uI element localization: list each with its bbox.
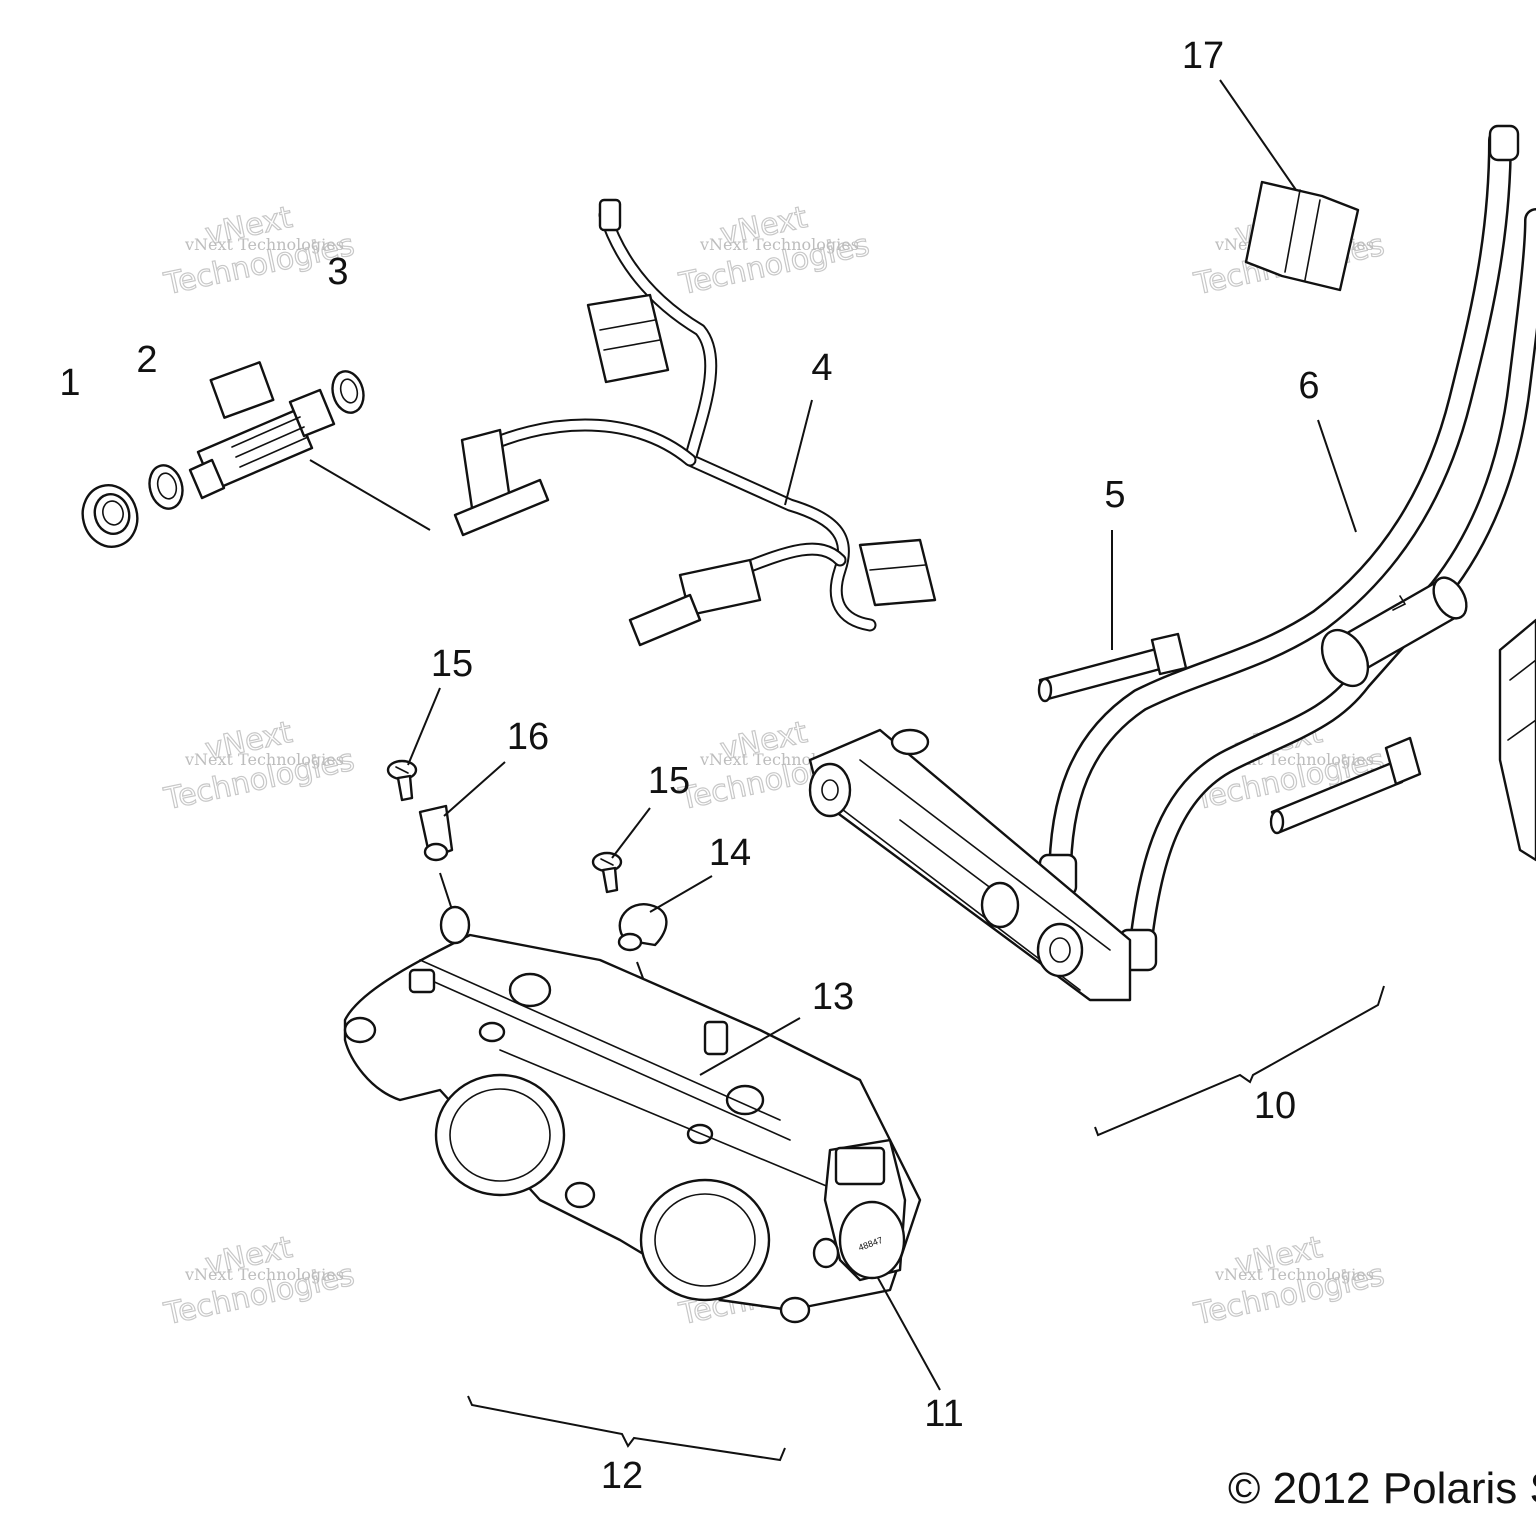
leader-line — [443, 761, 506, 817]
part-16-clip — [418, 804, 454, 862]
leader-line — [877, 1277, 941, 1391]
callout-17: 17 — [1182, 35, 1224, 77]
callout-3: 3 — [327, 251, 348, 293]
part-fuel-pressure-regulator — [1498, 618, 1536, 862]
part-15-screw — [386, 759, 418, 802]
watermark: Technologies vNext vNext Technologies — [160, 1229, 358, 1332]
callout-1: 1 — [59, 362, 80, 404]
callout-10: 10 — [1254, 1085, 1296, 1127]
bolt — [1269, 736, 1422, 835]
callout-5: 5 — [1104, 474, 1125, 516]
callout-2: 2 — [136, 339, 157, 381]
leader-line — [1219, 79, 1297, 191]
part-3-fuel-injector — [188, 361, 365, 500]
part-14-clamp — [617, 903, 668, 952]
watermark: Technologies vNext vNext Technologies — [160, 714, 358, 817]
callout-4: 4 — [811, 347, 832, 389]
part-2-o-ring — [148, 464, 184, 510]
bracket — [1094, 985, 1385, 1137]
part-10-fuel-rail — [808, 728, 1132, 1002]
watermark-text: vNext Technologies — [1214, 1265, 1374, 1284]
callout-12: 12 — [601, 1455, 643, 1497]
callout-layer: 1 2 3 4 5 6 10 11 12 13 14 15 15 16 17 — [59, 35, 1319, 1497]
watermark-text: vNext Technologies — [699, 235, 859, 254]
watermark: Technologies vNext vNext Technologies — [675, 199, 873, 302]
watermark-text: vNext Technologies — [184, 1265, 344, 1284]
part-1-seal — [81, 484, 139, 548]
watermark-text: vNext Technologies — [184, 235, 344, 254]
callout-13: 13 — [812, 976, 854, 1018]
watermark-text: vNext Technologies — [184, 750, 344, 769]
leader-line — [649, 875, 713, 913]
leader-line — [309, 459, 431, 531]
part-5-bolt — [1037, 632, 1188, 703]
part-12-throttle-body: 48847 — [343, 905, 922, 1324]
leader-line — [611, 807, 651, 859]
copyright-notice: © 2012 Polaris Sa — [1228, 1464, 1536, 1513]
leader-line — [407, 687, 441, 766]
bracket — [467, 1395, 786, 1462]
part-4-injector-harness — [453, 198, 937, 647]
callout-14: 14 — [709, 832, 751, 874]
callout-6: 6 — [1298, 365, 1319, 407]
part-17-connector — [1244, 180, 1360, 292]
callout-15: 15 — [648, 760, 690, 802]
part-15-screw — [591, 851, 623, 894]
watermark: Technologies vNext vNext Technologies — [1190, 1229, 1388, 1332]
leader-line — [1317, 419, 1357, 533]
leader-line — [699, 1017, 801, 1076]
callout-11: 11 — [924, 1393, 963, 1435]
callout-15: 15 — [431, 643, 473, 685]
leader-line — [784, 399, 813, 506]
callout-16: 16 — [507, 716, 549, 758]
